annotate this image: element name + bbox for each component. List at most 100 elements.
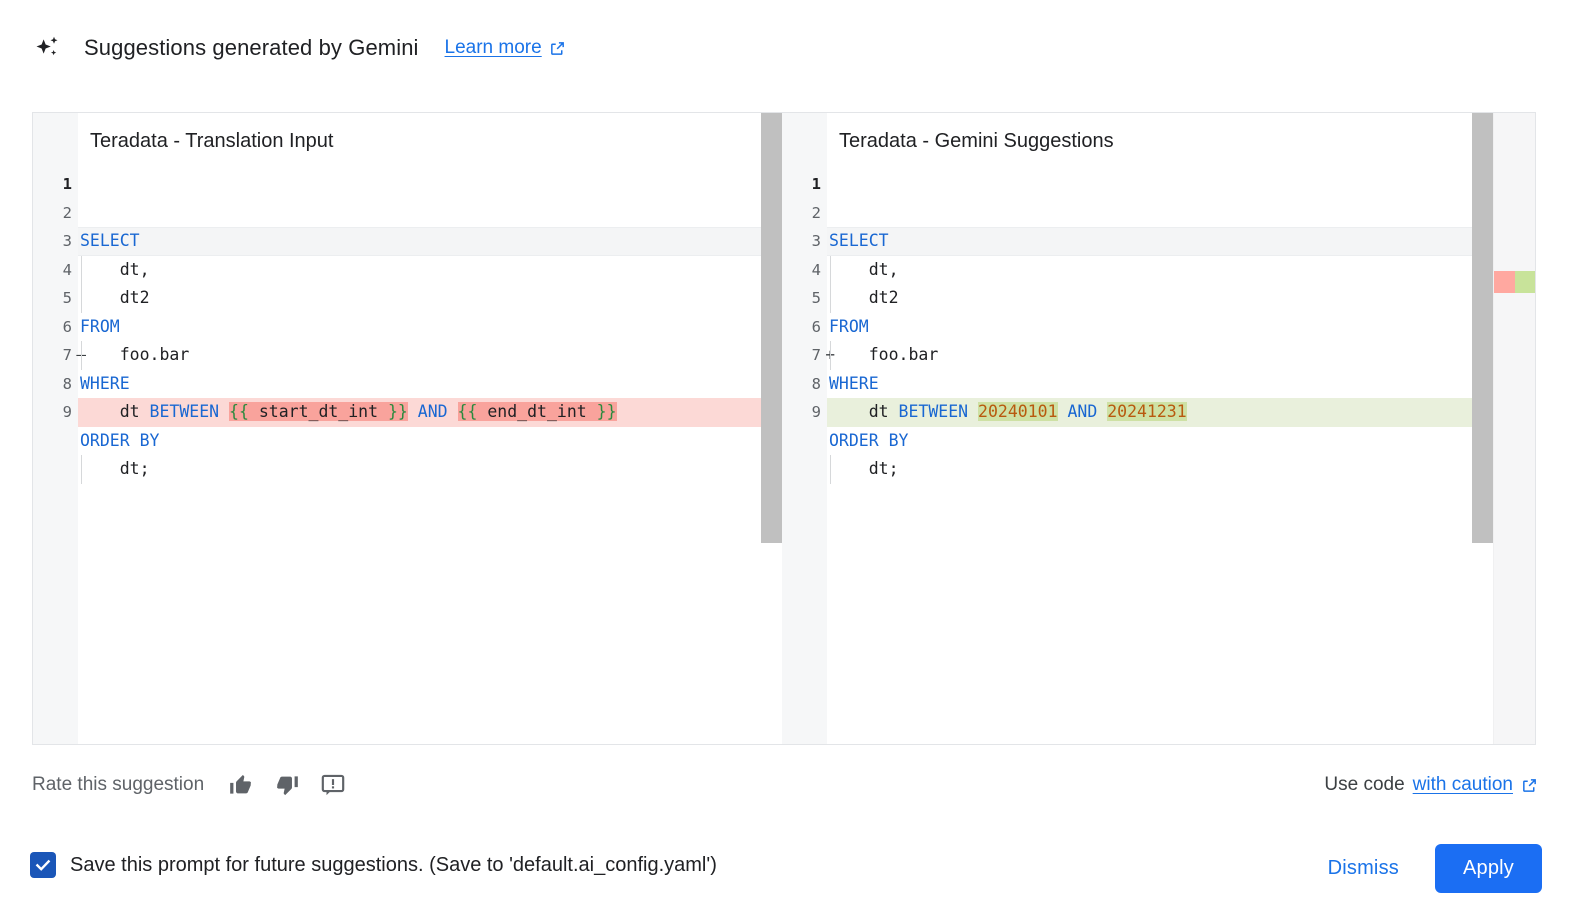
code-token: dt,: [80, 259, 150, 279]
line-number: 1: [811, 175, 821, 193]
line-number: 2: [811, 203, 821, 222]
code-token: }}: [387, 402, 408, 421]
learn-more-link[interactable]: Learn more: [445, 37, 566, 59]
code-token: FROM: [80, 316, 120, 336]
code-token: [219, 402, 229, 421]
code-token: [1097, 402, 1107, 421]
thumb-down-icon[interactable]: [274, 772, 300, 798]
line-number: 9: [811, 403, 821, 421]
code-token: end_dt_int: [477, 402, 597, 421]
use-code-caution: Use code with caution: [1324, 762, 1538, 808]
line-number: 1: [62, 175, 72, 193]
code-token: dt2: [829, 288, 899, 307]
line-number: 8: [811, 374, 821, 393]
rate-suggestion-row: Rate this suggestion: [32, 762, 346, 808]
code-line[interactable]: FROM: [78, 313, 761, 342]
thumb-up-icon[interactable]: [228, 772, 254, 798]
save-prompt-label: Save this prompt for future suggestions.…: [70, 853, 717, 876]
report-feedback-icon[interactable]: [320, 772, 346, 798]
ruler-marker-added: [1515, 271, 1535, 293]
code-line[interactable]: foo.bar: [827, 341, 1472, 370]
code-line[interactable]: ORDER BY: [78, 427, 761, 456]
code-token: dt: [829, 402, 899, 421]
code-line[interactable]: dt;: [827, 455, 1472, 484]
with-caution-link[interactable]: with caution: [1412, 774, 1513, 795]
code-line[interactable]: ORDER BY: [827, 427, 1472, 456]
code-token: dt,: [829, 259, 899, 279]
code-token: [408, 402, 418, 421]
right-scrollbar-thumb[interactable]: [1472, 113, 1493, 543]
code-line[interactable]: dt;: [78, 455, 761, 484]
right-vertical-scrollbar[interactable]: [1472, 113, 1493, 744]
rate-label: Rate this suggestion: [32, 774, 205, 795]
line-number: 9: [62, 403, 72, 421]
header: Suggestions generated by Gemini Learn mo…: [32, 24, 566, 72]
code-token: BETWEEN: [149, 402, 220, 421]
code-token: dt: [80, 402, 150, 421]
sparkle-icon: [32, 33, 62, 63]
dismiss-button[interactable]: Dismiss: [1314, 847, 1413, 890]
save-prompt-checkbox[interactable]: [30, 852, 56, 878]
line-number: 5: [62, 289, 72, 307]
save-prompt-row[interactable]: Save this prompt for future suggestions.…: [30, 852, 717, 878]
code-line[interactable]: SELECT: [78, 227, 761, 256]
line-number: 4: [811, 260, 821, 279]
code-token: SELECT: [829, 231, 889, 250]
code-line[interactable]: SELECT: [827, 227, 1472, 256]
check-icon: [35, 859, 51, 871]
line-number: 3: [62, 232, 72, 250]
code-line[interactable]: dt2: [78, 284, 761, 313]
code-token: dt;: [80, 459, 150, 478]
code-token: {{: [229, 402, 249, 421]
code-line[interactable]: dt BETWEEN {{ start_dt_int }} AND {{ end…: [78, 398, 761, 427]
code-token: 20240101: [978, 402, 1058, 421]
learn-more-label: Learn more: [444, 37, 542, 58]
code-token: ORDER BY: [80, 430, 160, 450]
right-code-area[interactable]: Teradata - Gemini Suggestions SELECT dt,…: [827, 113, 1472, 744]
left-code-area[interactable]: Teradata - Translation Input SELECT dt, …: [78, 113, 761, 744]
code-token: {{: [457, 402, 478, 421]
code-line[interactable]: dt,: [827, 255, 1472, 285]
line-number: 2: [62, 203, 72, 222]
line-number: 3: [811, 232, 821, 250]
code-line[interactable]: dt BETWEEN 20240101 AND 20241231: [827, 398, 1472, 427]
code-line[interactable]: dt,: [78, 255, 761, 285]
code-line[interactable]: FROM: [827, 313, 1472, 342]
code-token: dt2: [80, 288, 150, 307]
line-number: 5: [811, 289, 821, 307]
code-line[interactable]: foo.bar: [78, 341, 761, 370]
code-token: WHERE: [829, 373, 879, 393]
rate-icons: [228, 772, 346, 798]
code-token: [448, 402, 458, 421]
code-line[interactable]: WHERE: [78, 370, 761, 399]
code-token: 20241231: [1107, 402, 1187, 421]
code-token: }}: [596, 402, 617, 421]
line-number: 6: [811, 317, 821, 336]
code-line[interactable]: dt2: [827, 284, 1472, 313]
apply-button[interactable]: Apply: [1434, 844, 1542, 893]
code-token: SELECT: [80, 231, 140, 250]
external-link-icon: [1521, 777, 1538, 794]
code-token: FROM: [829, 316, 869, 336]
line-number: 8: [62, 374, 72, 393]
left-vertical-scrollbar[interactable]: [761, 113, 782, 744]
code-token: foo.bar: [829, 345, 939, 364]
code-token: dt;: [829, 459, 899, 478]
line-number: 6: [62, 317, 72, 336]
diff-overview-ruler[interactable]: [1493, 113, 1535, 744]
code-token: [1058, 402, 1068, 421]
use-code-prefix: Use code: [1324, 774, 1405, 795]
code-line[interactable]: WHERE: [827, 370, 1472, 399]
code-token: ORDER BY: [829, 430, 909, 450]
footer-actions: Dismiss Apply: [1314, 844, 1542, 893]
left-editor-title: Teradata - Translation Input: [90, 130, 334, 152]
left-scrollbar-thumb[interactable]: [761, 113, 782, 543]
code-token: start_dt_int: [248, 402, 388, 421]
code-token: AND: [1067, 402, 1098, 421]
right-editor-title: Teradata - Gemini Suggestions: [839, 130, 1114, 152]
